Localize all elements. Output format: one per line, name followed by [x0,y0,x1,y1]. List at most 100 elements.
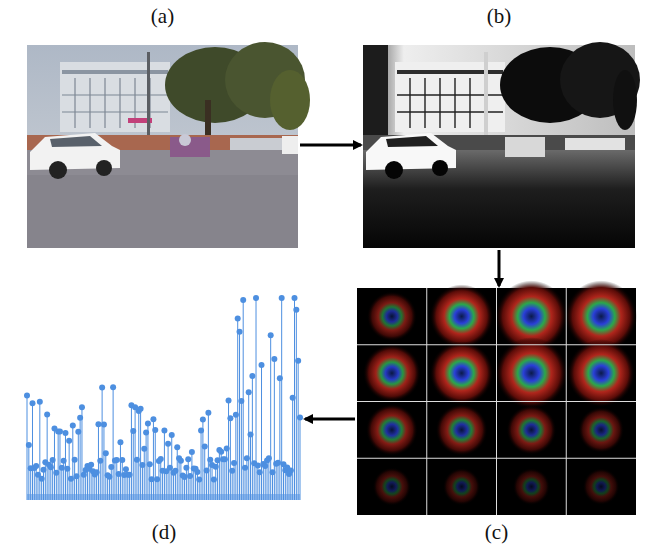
stem [263,464,264,500]
stem [72,426,73,500]
stem-marker [165,441,171,447]
stem-marker [37,399,43,405]
stem-marker [207,457,213,463]
stem-marker [152,427,158,433]
stem [28,445,29,500]
stem-marker [200,416,206,422]
stem [135,407,136,500]
stem [279,378,280,500]
filter-response [578,407,624,453]
stem [80,418,81,500]
filter-response [583,468,620,505]
stem [208,413,209,500]
stem [206,471,207,500]
stem [193,469,194,500]
stem-marker [99,384,105,390]
stem [290,470,291,500]
stem [83,475,84,500]
stem [219,450,220,500]
stem [175,471,176,500]
stem [109,477,110,500]
filter-response [436,404,488,456]
stem [138,411,139,500]
stem [296,310,297,500]
stem [52,460,53,500]
stem-marker [185,456,191,462]
stem [184,477,185,500]
stem [190,476,191,500]
stem [45,462,46,500]
stem [267,461,268,500]
grid-line [357,401,636,402]
stem [191,452,192,500]
stem [89,469,90,500]
stem-marker [72,457,78,463]
filter-response [363,344,421,402]
panel-label: (a) [27,4,298,28]
stem [212,465,213,500]
stem [144,449,145,500]
stem [116,460,117,500]
stem-marker [169,432,175,438]
stem-marker [57,429,63,435]
stem [281,298,282,500]
stem-marker [178,458,184,464]
stem [100,461,101,500]
stem-marker [218,449,224,455]
stem [259,472,260,500]
stem [204,446,205,500]
stem-marker [138,406,144,412]
image-panel: (b) [363,0,635,248]
stem-marker [101,422,107,428]
image-panel: (c) [357,288,636,548]
stem [235,415,236,500]
stem [41,479,42,500]
stem-marker [253,295,259,301]
stem [78,432,79,500]
stem [180,461,181,500]
stem [96,472,97,500]
stem-baseline [27,494,300,500]
stem [124,475,125,500]
stem [173,473,174,500]
grid-line [566,288,567,515]
stem-marker [95,421,101,427]
stem [168,444,169,500]
stem-marker [26,442,32,448]
stem-marker [110,384,116,390]
stem [186,468,187,500]
stem [276,464,277,500]
stem-marker [268,332,274,338]
stem [157,479,158,500]
image-panel: (d) [25,290,303,548]
grid-line [357,458,636,459]
stem [241,401,242,500]
stem [294,298,295,500]
stem-marker [293,307,299,313]
stem [56,473,57,500]
stem [67,469,68,500]
filter-response [567,339,635,407]
stem-marker [189,449,195,455]
filter-response [495,337,567,409]
stem [230,418,231,500]
stem [158,461,159,500]
flow-arrow [305,418,355,421]
stem [30,468,31,500]
stem [69,441,70,500]
stem [32,403,33,500]
stem-marker [279,295,285,301]
stem [246,458,247,500]
stem [102,387,103,500]
stem-plot [24,295,303,500]
stem [232,471,233,500]
stem [111,467,112,500]
stem [122,460,123,500]
stem [155,430,156,500]
stem [169,468,170,500]
stem [270,335,271,500]
stem [63,461,64,500]
stem [224,459,225,500]
stem [54,429,55,500]
stem [47,415,48,500]
